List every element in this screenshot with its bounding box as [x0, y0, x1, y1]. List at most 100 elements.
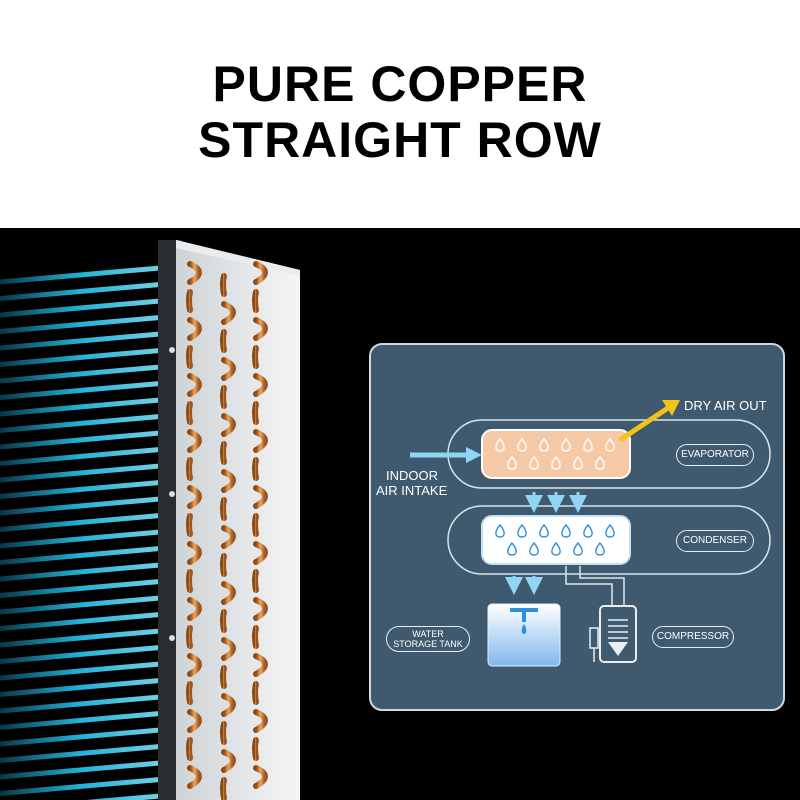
copper-u-bend [220, 553, 227, 577]
fin-line [0, 694, 161, 714]
fin-line [0, 579, 161, 598]
copper-u-bend [221, 525, 236, 549]
copper-u-bend [220, 777, 227, 800]
copper-u-bend [187, 709, 202, 733]
copper-u-bend [252, 569, 259, 593]
copper-u-bend [187, 485, 202, 509]
copper-u-bend [253, 485, 268, 509]
fin-line [0, 711, 161, 730]
fin-line [0, 496, 161, 516]
droplet-icon [605, 437, 615, 452]
droplet-icon [573, 541, 583, 556]
compressor-icon [599, 605, 637, 663]
droplet-icon [495, 437, 505, 452]
fin-line [0, 645, 161, 664]
copper-u-bend [220, 273, 227, 297]
droplet-icon [561, 523, 571, 538]
droplet-icon [529, 541, 539, 556]
copper-u-bend [187, 429, 202, 453]
copper-u-bend [186, 513, 193, 537]
copper-u-bend [186, 401, 193, 425]
evaporator-label: EVAPORATOR [676, 444, 754, 466]
copper-u-bend [221, 749, 236, 773]
headline-line-1: PURE COPPER [212, 56, 588, 112]
fin-line [0, 595, 161, 615]
copper-u-bend [220, 665, 227, 689]
fin-line [0, 265, 161, 285]
dry-air-arrowhead [662, 400, 680, 416]
tank-inlet-pipe [522, 610, 526, 622]
copper-u-bend [186, 289, 193, 313]
copper-u-bend [252, 737, 259, 761]
evaporator-droplets [495, 437, 615, 470]
fin-line [0, 298, 161, 318]
fin-line [0, 744, 161, 763]
fin-lines [0, 265, 161, 800]
copper-u-bend [187, 765, 202, 789]
copper-u-bend [186, 681, 193, 705]
copper-u-bend [221, 637, 236, 661]
fin-line [0, 381, 161, 400]
fin-line [0, 529, 161, 549]
copper-u-bend [187, 261, 202, 285]
fin-line [0, 463, 161, 483]
intake-arrowhead [466, 447, 482, 463]
copper-u-bend [252, 625, 259, 649]
copper-u-bend [186, 625, 193, 649]
dry-air-arrow [618, 405, 670, 443]
copper-u-bend [252, 457, 259, 481]
copper-u-bend [252, 401, 259, 425]
copper-u-bend [252, 681, 259, 705]
droplet-icon [539, 523, 549, 538]
copper-u-bend [187, 541, 202, 565]
copper-u-bend [253, 597, 268, 621]
droplet-icon [595, 541, 605, 556]
copper-u-bend [221, 413, 236, 437]
copper-u-bend [252, 289, 259, 313]
fin-line [0, 777, 161, 796]
copper-u-bend [221, 469, 236, 493]
refrigerant-pipe [579, 566, 625, 606]
copper-u-bend [253, 373, 268, 397]
droplet-icon [551, 455, 561, 470]
copper-u-bend [186, 569, 193, 593]
rivet [169, 347, 175, 353]
indoor-label-line-2: AIR INTAKE [376, 483, 448, 498]
copper-u-bend [221, 693, 236, 717]
indoor-label-line-1: INDOOR [386, 468, 438, 483]
headline-line-2: STRAIGHT ROW [198, 112, 602, 168]
rivet [169, 491, 175, 497]
droplet-icon [573, 455, 583, 470]
fin-line [0, 315, 161, 334]
droplet-icon [583, 523, 593, 538]
indoor-air-intake-label: INDOOR AIR INTAKE [376, 468, 447, 498]
condenser-droplets [495, 523, 615, 556]
fin-line [0, 348, 161, 367]
fin-line [85, 793, 161, 800]
fin-line [0, 282, 161, 301]
copper-u-bend [252, 345, 259, 369]
copper-u-bend [187, 317, 202, 341]
copper-u-bend [220, 721, 227, 745]
droplet-icon [495, 523, 505, 538]
fin-line [0, 760, 161, 780]
copper-u-bend [253, 429, 268, 453]
condenser-track [447, 505, 771, 575]
droplet-icon [583, 437, 593, 452]
rivet [169, 635, 175, 641]
droplet-icon [517, 523, 527, 538]
headline: PURE COPPER STRAIGHT ROW [0, 56, 800, 168]
copper-u-bend [187, 373, 202, 397]
coil-top-lip [176, 240, 300, 276]
droplet-icon [561, 437, 571, 452]
fin-line [0, 612, 161, 631]
fin-line [0, 414, 161, 433]
water-label-line-1: WATER [412, 629, 444, 639]
copper-u-bend [187, 653, 202, 677]
copper-u-bend [186, 457, 193, 481]
fin-line [0, 678, 161, 697]
copper-u-bend [253, 317, 268, 341]
fin-line [0, 447, 161, 466]
fin-line [0, 546, 161, 565]
droplet-icon [529, 455, 539, 470]
